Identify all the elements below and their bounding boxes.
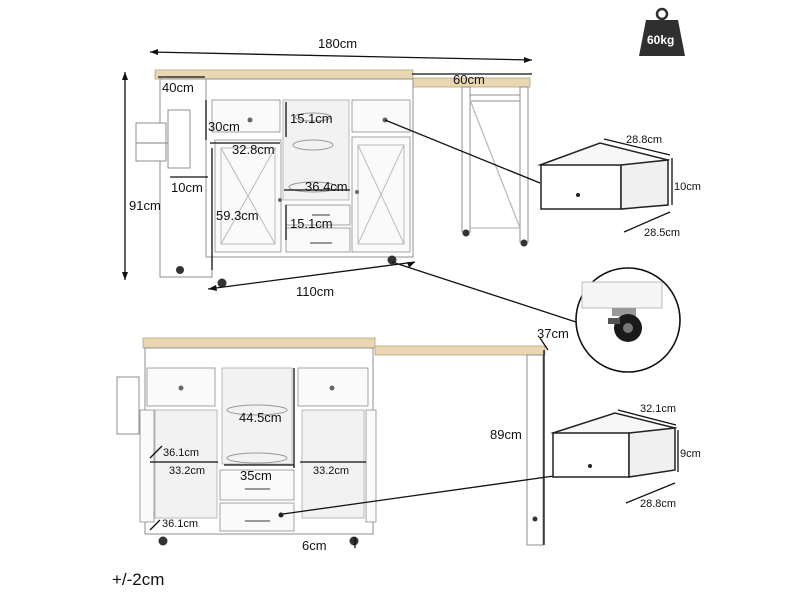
label-left-cabinet-depth: 36.1cm [163,447,199,459]
bottom-island-illustration [116,337,546,546]
bottom-dimension-labels: 37cm 44.5cm 89cm 36.1cm 33.2cm 35cm 33.2… [162,326,569,553]
handle-icon [247,117,253,123]
drawer-bottom-height: 9cm [680,448,701,460]
label-left-cabinet-width: 33.2cm [169,465,205,477]
weight-badge: 60kg [639,7,685,56]
top-left-drawer [211,99,281,133]
drawer-top-width: 28.8cm [626,134,662,146]
label-height-total: 91cm [129,198,161,213]
label-wheel-height: 6cm [302,538,327,553]
label-carousel-height: 44.5cm [239,410,282,425]
label-side-rack-depth: 10cm [171,180,203,195]
label-table-depth: 37cm [537,326,569,341]
weight-value: 60kg [647,33,674,47]
label-rack-depth: 15.1cm [290,111,333,126]
label-base-width: 110cm [296,284,334,299]
extension-table-open [374,345,546,356]
label-shelf-width: 32.8cm [232,142,275,157]
top-dimension-labels: 180cm 40cm 60cm 30cm 15.1cm 32.8cm 10cm … [129,36,485,299]
drawer-detail-top: 28.8cm 10cm 28.5cm [537,134,701,239]
label-cabinet-height: 59.3cm [216,208,259,223]
label-carousel-width: 36.4cm [305,179,348,194]
drawer-bottom-depth: 28.8cm [640,498,676,510]
label-bottom-depth: 36.1cm [162,518,198,530]
drawer-bottom-width: 32.1cm [640,403,676,415]
caster-wheel-icon [176,266,184,274]
caster-wheel-detail [575,267,681,373]
weight-icon [655,7,669,21]
label-small-drawer-depth: 15.1cm [290,216,333,231]
label-center-width: 35cm [240,468,272,483]
drawer-icon [552,432,630,478]
drawer-icon [540,164,622,210]
tolerance-note: +/-2cm [112,570,165,589]
label-drawer-height: 30cm [208,119,240,134]
drawer-top-depth: 28.5cm [644,227,680,239]
drawer-detail-bottom: 32.1cm 9cm 28.8cm [550,403,701,510]
drawer-top-height: 10cm [674,181,701,193]
label-width-total: 180cm [318,36,357,51]
label-right-cabinet-width: 33.2cm [313,465,349,477]
label-table-height: 89cm [490,427,522,442]
top-dimension-lines [122,49,577,323]
bottom-dimension-lines [149,337,555,548]
label-top-depth: 40cm [162,80,194,95]
label-extension-length: 60cm [453,72,485,87]
